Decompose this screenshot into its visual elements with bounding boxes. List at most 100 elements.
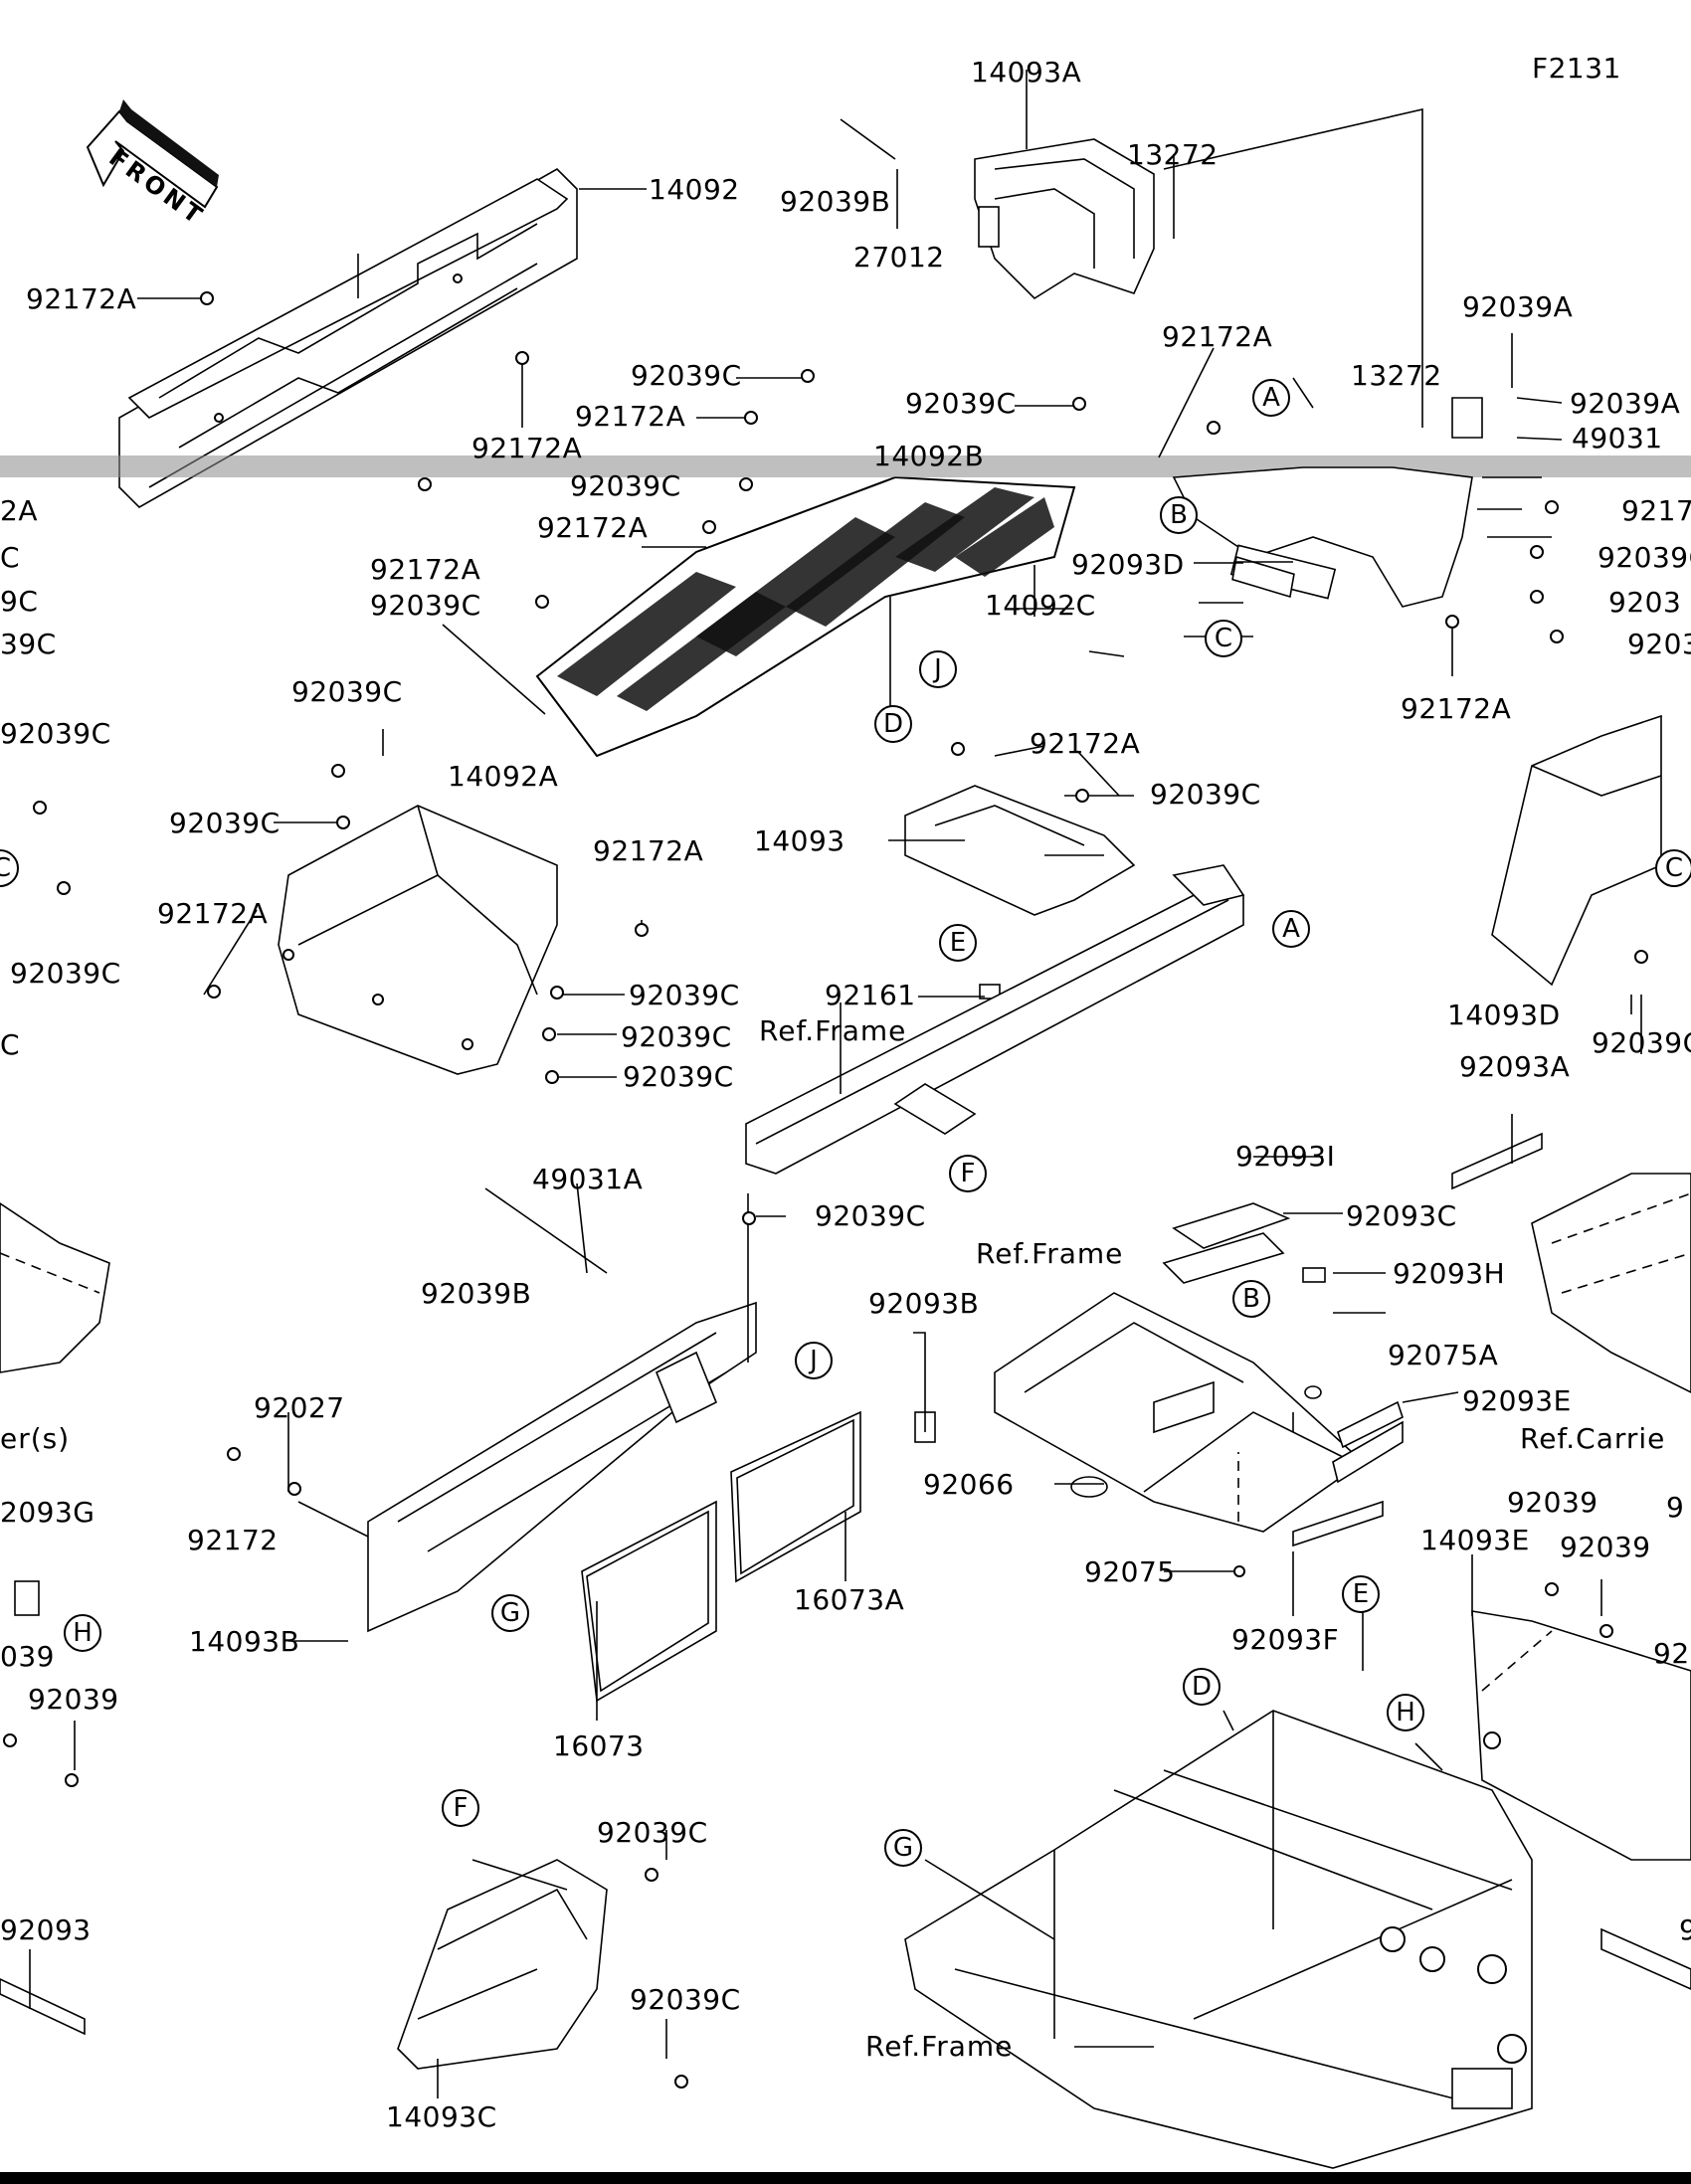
part-label: 14092 bbox=[649, 173, 740, 206]
part-14092C-mat-drawing bbox=[535, 475, 1076, 758]
part-label: 92039A bbox=[1570, 387, 1680, 420]
part-label: 14093 bbox=[754, 824, 846, 857]
part-label: 92172A bbox=[471, 432, 582, 464]
part-label: 92039C bbox=[623, 1060, 734, 1093]
part-label: 13272 bbox=[1351, 359, 1442, 392]
callout-F-2: F bbox=[442, 1789, 479, 1827]
svg-text:C: C bbox=[1215, 624, 1232, 653]
part-label: 92039A bbox=[1462, 290, 1573, 323]
part-label: 92172A bbox=[575, 400, 685, 433]
frame-beam-drawing bbox=[745, 864, 1245, 1175]
part-label: 9C bbox=[0, 585, 38, 618]
part-label: 92039C bbox=[1597, 541, 1691, 574]
svg-text:F: F bbox=[454, 1793, 469, 1823]
part-label: 92039B bbox=[421, 1277, 531, 1310]
ref-frame-label: Ref.Frame bbox=[976, 1237, 1123, 1270]
frame-mid-drawing bbox=[994, 1232, 1404, 1533]
callout-G-1: G bbox=[491, 1594, 529, 1632]
part-label: 14093C bbox=[386, 2100, 497, 2133]
svg-text:C: C bbox=[1665, 853, 1683, 883]
part-upper-right-bracket-drawing bbox=[1172, 397, 1483, 608]
part-label: 92172A bbox=[537, 511, 648, 544]
part-label: 92039C bbox=[905, 387, 1017, 420]
part-label: 92039C bbox=[631, 359, 742, 392]
part-label: 16073 bbox=[553, 1729, 645, 1762]
callout-G-2: G bbox=[884, 1829, 922, 1867]
part-label: 2093G bbox=[0, 1496, 94, 1529]
part-label: 92039 bbox=[28, 1683, 119, 1716]
part-label: 49031 bbox=[1572, 422, 1663, 455]
part-14093E-drawing bbox=[1471, 1610, 1691, 1861]
callout-E-2: E bbox=[1342, 1575, 1380, 1613]
part-label: 92172A bbox=[370, 553, 480, 586]
frame-bottom-drawing bbox=[904, 1710, 1533, 2169]
callout-A-2: A bbox=[1272, 910, 1310, 948]
part-label: 14093B bbox=[189, 1625, 299, 1658]
part-label: 9203 bbox=[1627, 628, 1691, 660]
callout-F-1: F bbox=[949, 1155, 987, 1192]
part-14092-drawing bbox=[118, 168, 578, 508]
part-label: 13272 bbox=[1127, 138, 1219, 171]
svg-text:C: C bbox=[0, 853, 11, 883]
part-label: 9203 bbox=[1608, 586, 1681, 619]
part-label: 14092A bbox=[448, 760, 558, 793]
part-label: 14093E bbox=[1420, 1524, 1530, 1556]
part-label: 92039C bbox=[1150, 778, 1261, 811]
part-label: 92093H bbox=[1393, 1257, 1505, 1290]
part-label: 92066 bbox=[923, 1468, 1015, 1501]
ref-frame-label: Ref.Frame bbox=[759, 1014, 906, 1047]
part-label: 92027 bbox=[254, 1391, 345, 1424]
part-label: 39C bbox=[0, 628, 57, 660]
svg-text:A: A bbox=[1282, 914, 1300, 944]
svg-text:E: E bbox=[1353, 1579, 1369, 1609]
callout-C-2: C bbox=[1655, 849, 1691, 887]
part-label: 92172 bbox=[187, 1524, 279, 1556]
part-label: 92093F bbox=[1231, 1623, 1339, 1656]
callout-D-2: D bbox=[1183, 1668, 1221, 1706]
part-label: 92093A bbox=[1459, 1050, 1570, 1083]
fastener-icons bbox=[3, 291, 1648, 2089]
part-label: 039 bbox=[0, 1640, 55, 1673]
svg-text:G: G bbox=[500, 1598, 520, 1628]
part-label: 92039C bbox=[370, 589, 481, 622]
part-label: 92172A bbox=[1401, 692, 1511, 725]
part-label: 92039 bbox=[1560, 1531, 1651, 1563]
part-label: 27012 bbox=[853, 241, 945, 273]
part-label: 9217 bbox=[1621, 494, 1691, 527]
part-label: 14092B bbox=[873, 440, 984, 472]
callout-B-2: B bbox=[1232, 1280, 1270, 1318]
part-label: 92039C bbox=[10, 957, 121, 990]
part-label: 14093D bbox=[1447, 999, 1561, 1031]
svg-text:A: A bbox=[1262, 383, 1280, 413]
bottom-border bbox=[0, 2172, 1691, 2184]
part-14093D-drawing bbox=[1491, 714, 1662, 987]
part-label: 92093D bbox=[1071, 548, 1185, 581]
svg-text:H: H bbox=[73, 1618, 93, 1648]
part-label: 92039C bbox=[1592, 1026, 1691, 1059]
figure-code: F2131 bbox=[1532, 52, 1621, 85]
part-label: 92039C bbox=[570, 469, 681, 502]
callout-E-1: E bbox=[939, 924, 977, 962]
part-14093A-drawing bbox=[974, 138, 1155, 300]
callout-J-1: J bbox=[919, 650, 957, 688]
ref-carrier-label: Ref.Carrie bbox=[1520, 1422, 1665, 1455]
callout-C-3: C bbox=[0, 849, 19, 887]
part-label: 16073A bbox=[794, 1583, 904, 1616]
part-label: 49031A bbox=[532, 1163, 643, 1195]
part-label: 92075A bbox=[1388, 1339, 1498, 1371]
part-label: 92161 bbox=[825, 979, 916, 1011]
callout-C-1: C bbox=[1205, 620, 1242, 657]
part-label: 9 bbox=[1679, 1913, 1691, 1946]
part-14093B-drawing bbox=[367, 1301, 757, 1633]
strip-parts-drawing bbox=[0, 555, 1691, 2036]
svg-text:D: D bbox=[883, 709, 903, 739]
left-edge-drawings bbox=[0, 1202, 110, 1616]
svg-text:B: B bbox=[1170, 500, 1188, 530]
part-label: 92039C bbox=[0, 717, 111, 750]
part-label: 92172A bbox=[1162, 320, 1272, 353]
carrier-drawing bbox=[1531, 1173, 1691, 1393]
part-16073-panels-drawing bbox=[581, 1410, 861, 1703]
part-label: 92075 bbox=[1084, 1555, 1176, 1588]
part-label: 92039C bbox=[597, 1816, 708, 1849]
callout-J-2: J bbox=[795, 1342, 833, 1379]
